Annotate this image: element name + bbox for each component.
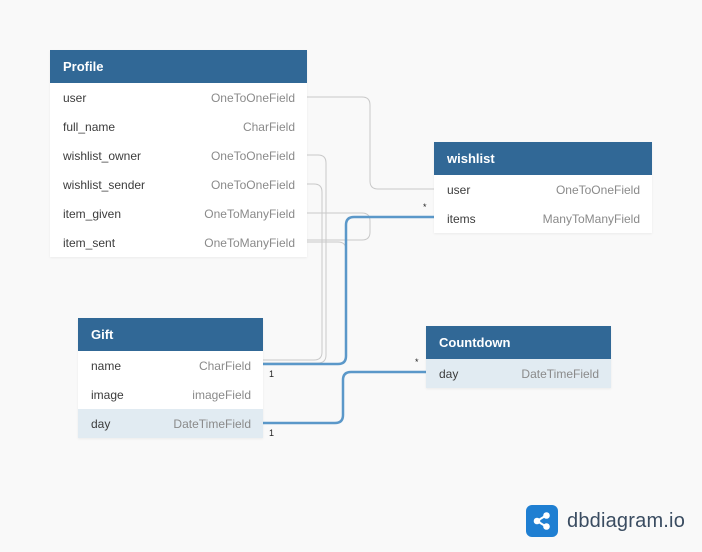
table-header[interactable]: Gift — [78, 318, 263, 351]
field-name: wishlist_sender — [63, 177, 146, 192]
cardinality-label: 1 — [269, 369, 275, 379]
field-type: OneToOneField — [210, 90, 295, 105]
field-name: items — [447, 211, 476, 226]
field-type: DateTimeField — [521, 366, 599, 381]
table-row[interactable]: user OneToOneField — [434, 175, 652, 204]
table-row[interactable]: user OneToOneField — [50, 83, 307, 112]
field-name: full_name — [63, 119, 116, 134]
table-row[interactable]: day DateTimeField — [78, 409, 263, 438]
table-header[interactable]: wishlist — [434, 142, 652, 175]
table-row[interactable]: image imageField — [78, 380, 263, 409]
brand-name: dbdiagram.io — [567, 509, 686, 532]
brand-logo[interactable]: dbdiagram.io — [526, 505, 685, 537]
cardinality-label: * — [415, 357, 419, 367]
field-type: OneToOneField — [210, 148, 295, 163]
field-name: item_sent — [63, 235, 116, 250]
table-row[interactable]: wishlist_sender OneToOneField — [50, 170, 307, 199]
link-profile-wishlist-sender[interactable] — [263, 183, 323, 361]
field-type: CharField — [242, 119, 295, 134]
field-type: OneToOneField — [555, 182, 640, 197]
field-name: user — [63, 90, 87, 105]
table-gift[interactable]: Gift name CharField image imageField day… — [78, 318, 263, 438]
field-type: OneToManyField — [204, 235, 295, 250]
table-row[interactable]: day DateTimeField — [426, 359, 611, 388]
field-name: wishlist_owner — [63, 148, 142, 163]
cardinality-label: 1 — [269, 428, 275, 438]
field-type: OneToOneField — [210, 177, 295, 192]
field-type: ManyToManyField — [542, 211, 640, 226]
table-row[interactable]: item_sent OneToManyField — [50, 228, 307, 257]
link-profile-item-given[interactable] — [307, 212, 371, 241]
table-countdown[interactable]: Countdown day DateTimeField — [426, 326, 611, 388]
cardinality-label: * — [423, 202, 427, 212]
share-nodes-icon — [526, 505, 558, 537]
field-name: image — [91, 387, 124, 402]
field-name: item_given — [63, 206, 122, 221]
table-profile[interactable]: Profile user OneToOneField full_name Cha… — [50, 50, 307, 257]
link-profile-user-to-wishlist-user[interactable] — [307, 96, 434, 190]
field-name: day — [91, 416, 111, 431]
field-name: name — [91, 358, 122, 373]
link-gift-name-to-wishlist-items[interactable] — [263, 215, 434, 366]
field-type: DateTimeField — [173, 416, 251, 431]
field-name: user — [447, 182, 471, 197]
table-row[interactable]: items ManyToManyField — [434, 204, 652, 233]
link-profile-wishlist-owner[interactable] — [263, 154, 327, 364]
table-row[interactable]: name CharField — [78, 351, 263, 380]
field-type: OneToManyField — [204, 206, 295, 221]
field-type: imageField — [192, 387, 251, 402]
table-header[interactable]: Profile — [50, 50, 307, 83]
field-type: CharField — [198, 358, 251, 373]
table-row[interactable]: wishlist_owner OneToOneField — [50, 141, 307, 170]
field-name: day — [439, 366, 459, 381]
table-header[interactable]: Countdown — [426, 326, 611, 359]
link-gift-day-to-countdown-day[interactable] — [263, 370, 426, 425]
table-wishlist[interactable]: wishlist user OneToOneField items ManyTo… — [434, 142, 652, 233]
table-row[interactable]: full_name CharField — [50, 112, 307, 141]
table-row[interactable]: item_given OneToManyField — [50, 199, 307, 228]
